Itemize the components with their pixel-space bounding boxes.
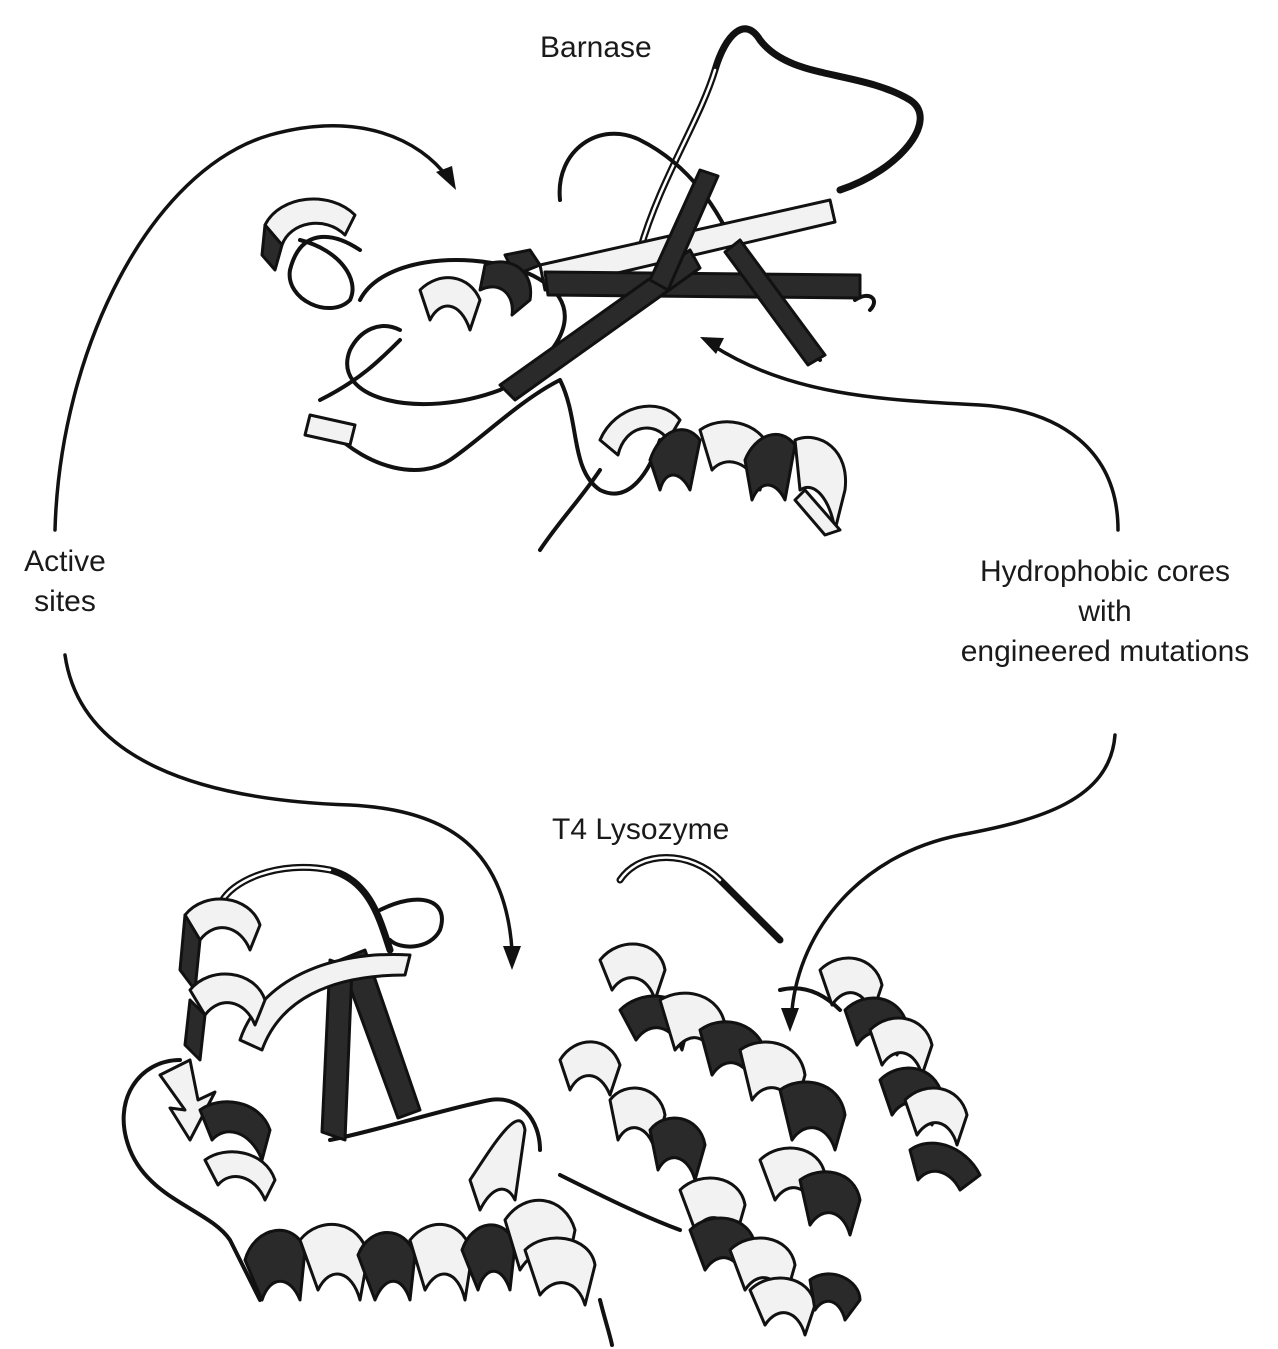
hydrophobic-cores-line-3: engineered mutations bbox=[935, 632, 1275, 672]
hydrophobic-cores-line-2: with bbox=[935, 592, 1275, 632]
t4-helix-c bbox=[560, 944, 845, 1180]
t4-loop-right-top bbox=[620, 858, 780, 941]
t4-helix-e bbox=[820, 958, 980, 1190]
active-sites-arrowhead-bottom bbox=[503, 946, 521, 970]
t4-helix-b bbox=[245, 1121, 595, 1305]
active-sites-label: Active sites bbox=[10, 542, 120, 622]
t4-helix-d bbox=[680, 1148, 860, 1335]
hydrophobic-arrowhead-bottom bbox=[781, 1008, 799, 1032]
active-sites-line-1: Active bbox=[10, 542, 120, 582]
t4-lysozyme-structure bbox=[124, 858, 980, 1346]
t4-lysozyme-label: T4 Lysozyme bbox=[552, 810, 729, 850]
hydrophobic-cores-label: Hydrophobic cores with engineered mutati… bbox=[935, 552, 1275, 672]
barnase-tail bbox=[540, 470, 600, 550]
active-sites-pointers bbox=[55, 126, 521, 970]
barnase-label: Barnase bbox=[540, 28, 652, 68]
hydrophobic-cores-line-1: Hydrophobic cores bbox=[935, 552, 1275, 592]
barnase-strand-2 bbox=[545, 272, 860, 298]
barnase-structure bbox=[262, 29, 920, 550]
barnase-loop-left bbox=[290, 237, 360, 308]
barnase-helix-2 bbox=[600, 406, 846, 535]
active-sites-line-2: sites bbox=[10, 582, 120, 622]
t4-tail bbox=[560, 1175, 680, 1230]
barnase-helix-1 bbox=[262, 199, 531, 445]
barnase-strand-5 bbox=[725, 240, 825, 365]
active-sites-arrow-bottom bbox=[65, 655, 512, 950]
